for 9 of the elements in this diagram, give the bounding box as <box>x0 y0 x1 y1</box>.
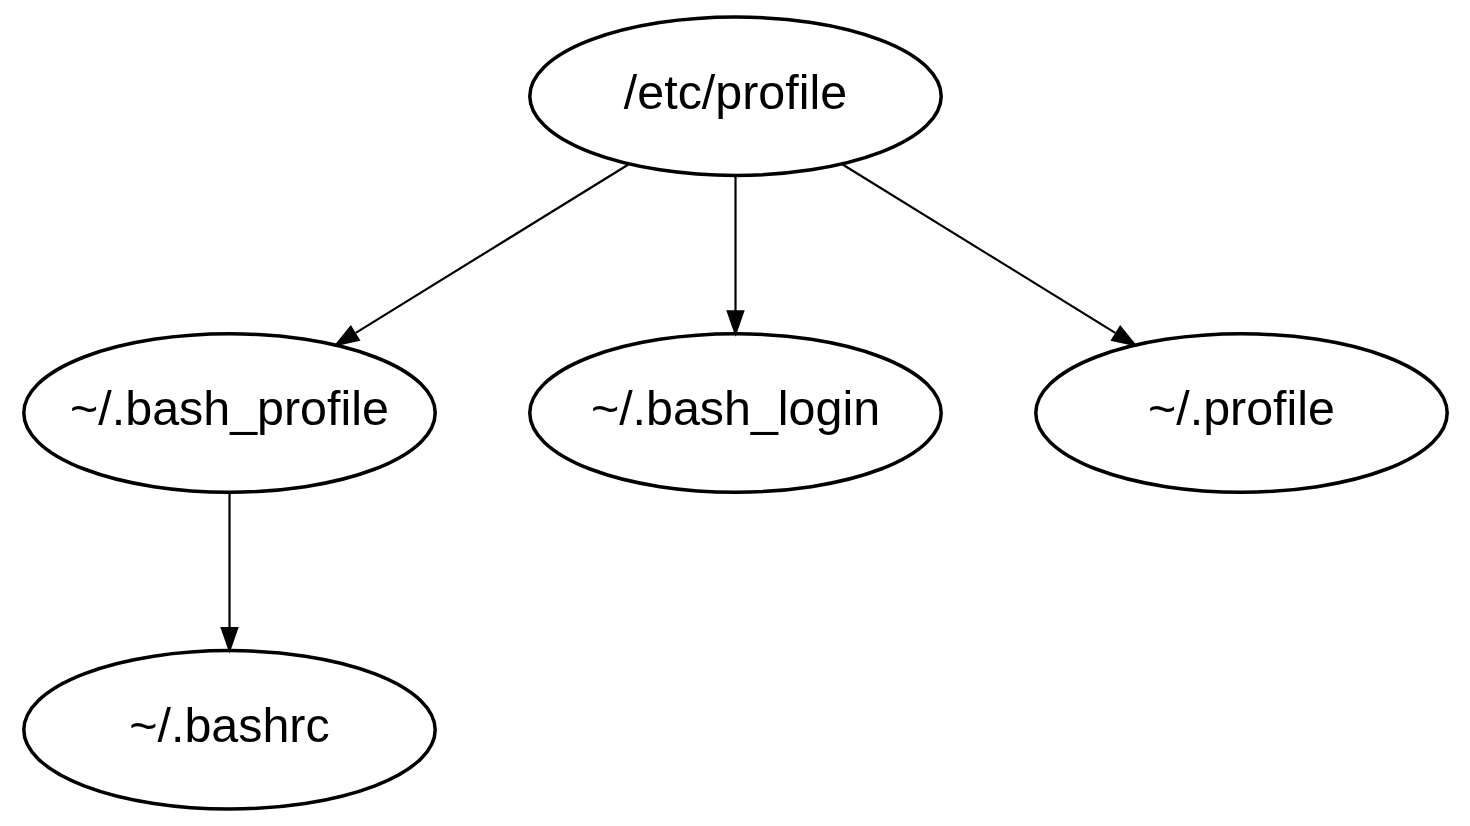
arrow <box>332 163 629 347</box>
arrow <box>725 175 745 337</box>
node-ellipse: ~/.bash_login <box>527 332 943 494</box>
arrow <box>841 163 1138 347</box>
node-ellipse: ~/.profile <box>1033 332 1449 494</box>
node-ellipse: ~/.bashrc <box>21 648 437 811</box>
arrow <box>219 492 239 654</box>
node-ellipse: ~/.bash_profile <box>21 332 437 494</box>
node-ellipse: /etc/profile <box>527 15 943 178</box>
